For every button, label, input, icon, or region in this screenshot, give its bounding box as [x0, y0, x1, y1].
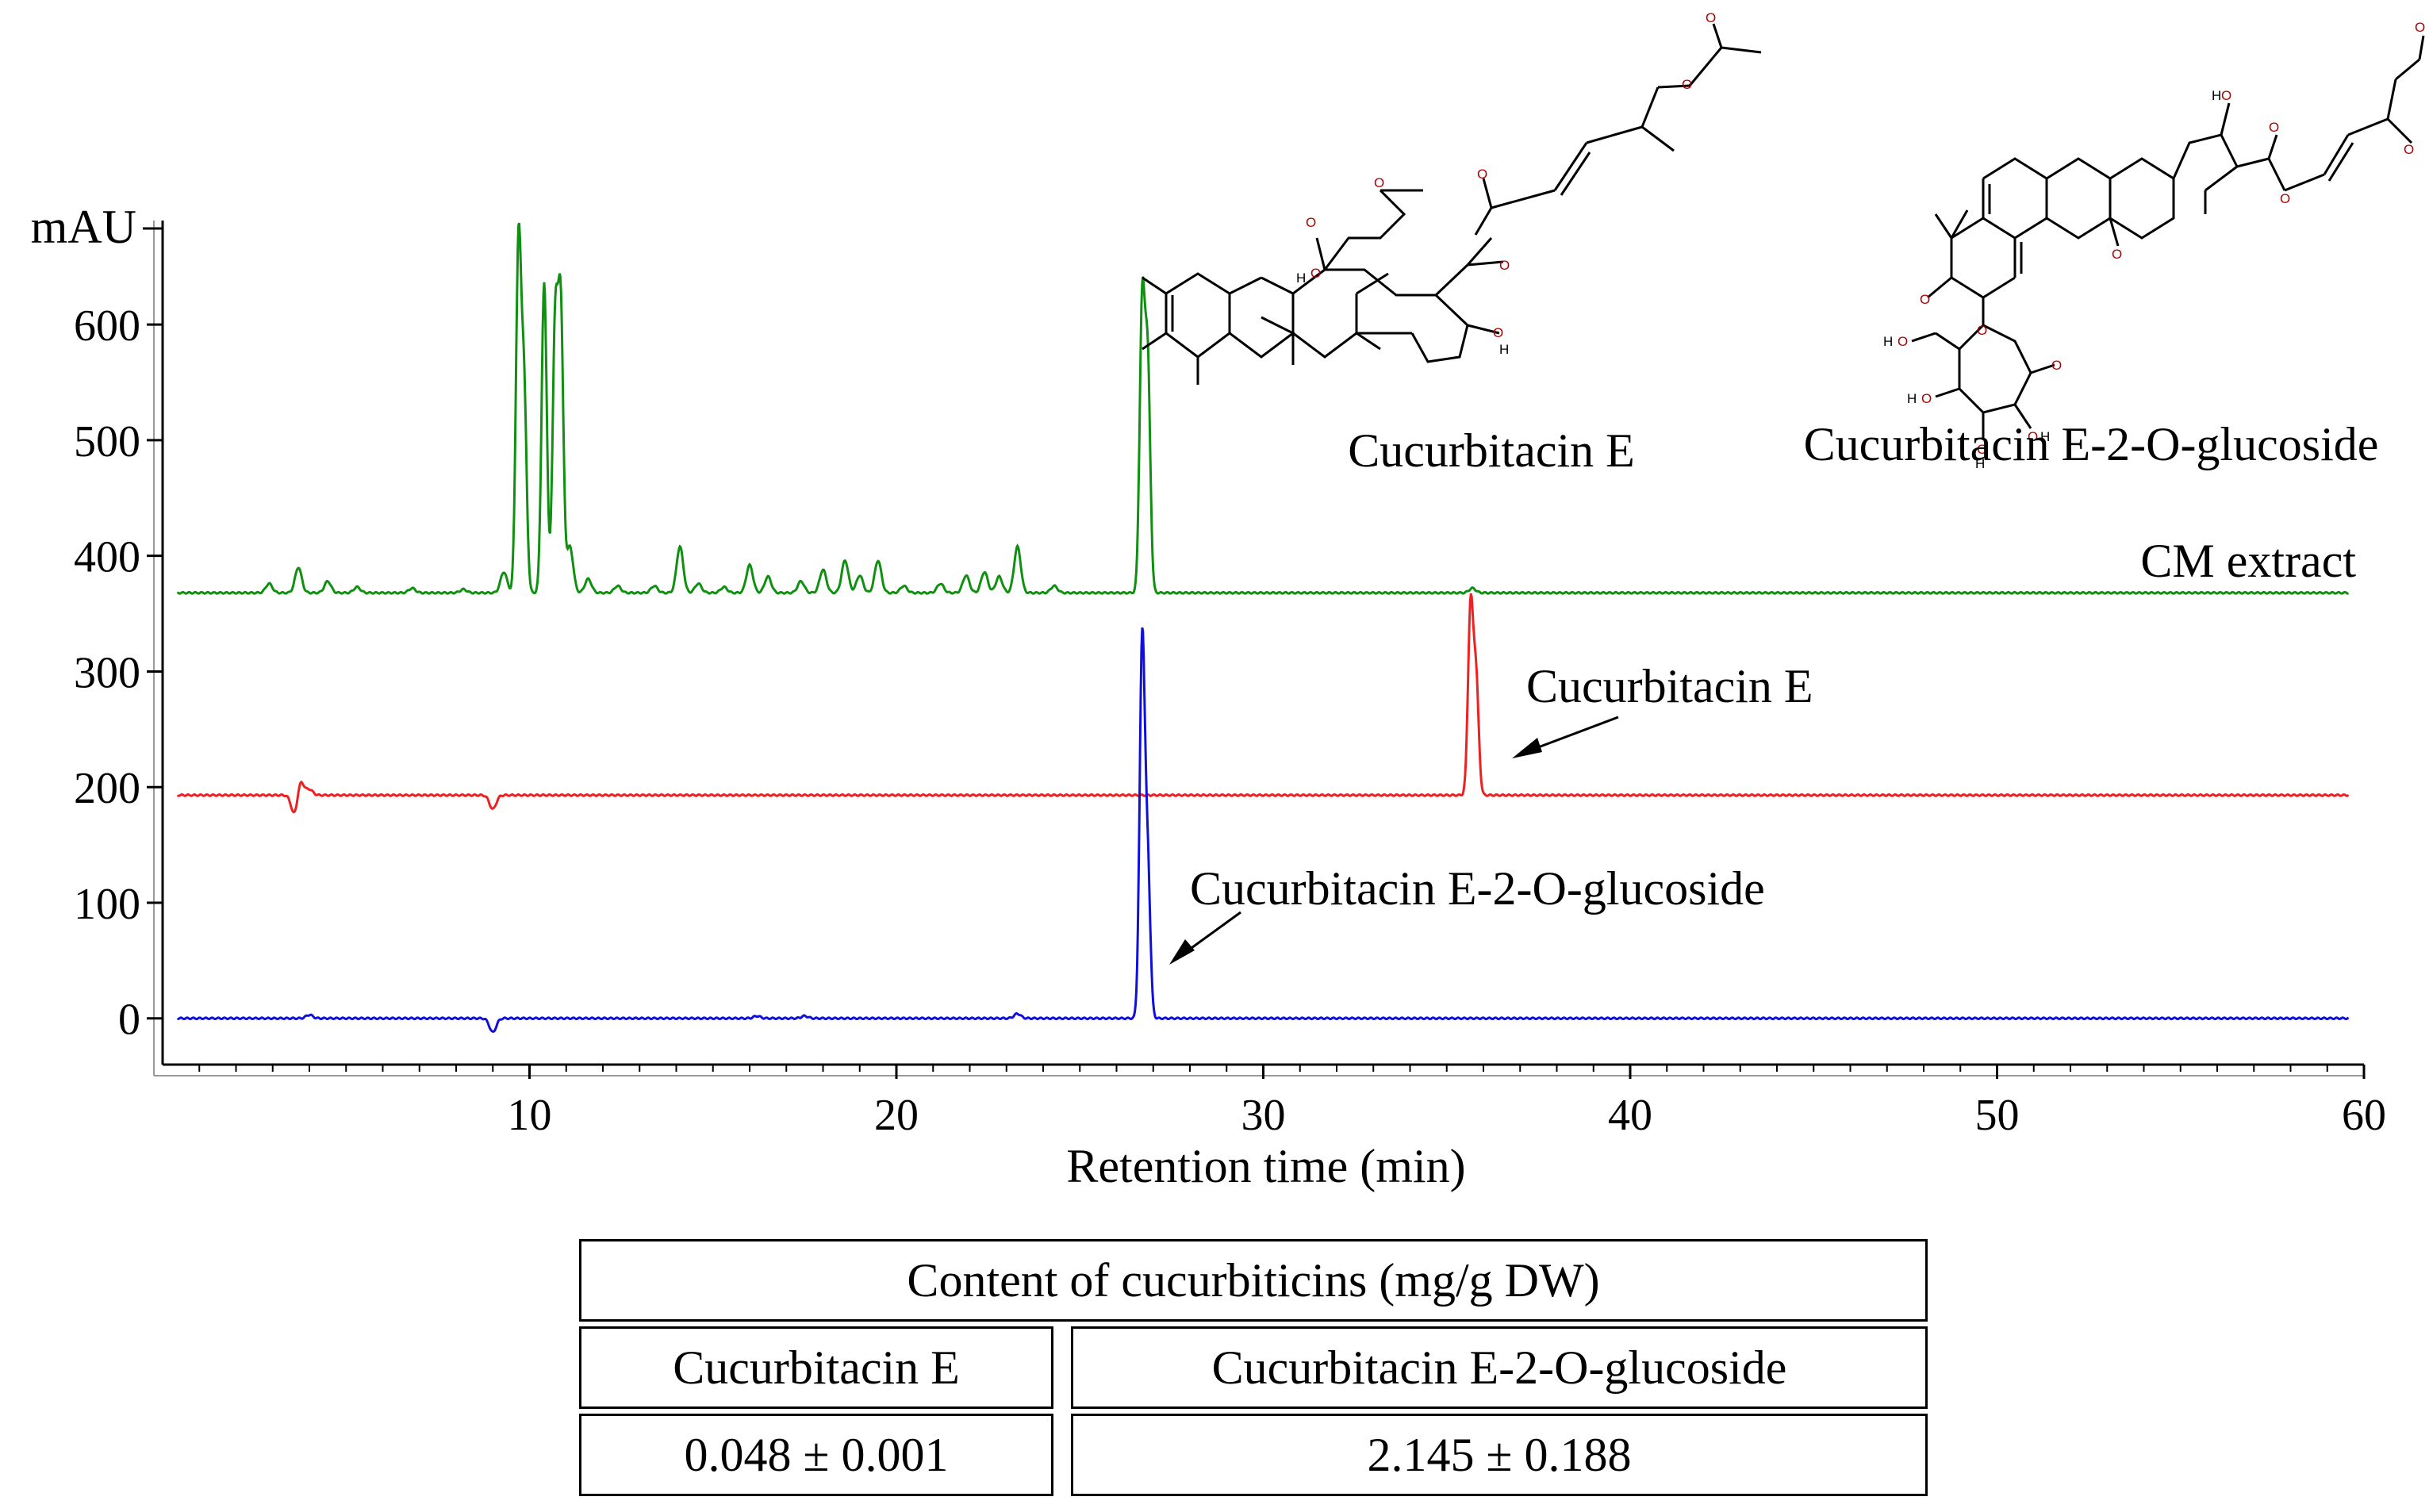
svg-text:O: O [2112, 247, 2122, 262]
x-tick-label: 60 [2342, 1091, 2386, 1140]
table-column-cucurbitacin-e-glucoside: Cucurbitacin E-2-O-glucoside [1071, 1326, 1928, 1409]
structure-label-cucurbitacin-e-glucoside: Cucurbitacin E-2-O-glucoside [1804, 418, 2379, 470]
svg-text:O: O [1306, 215, 1316, 230]
x-axis-label: Retention time (min) [1066, 1140, 1465, 1192]
svg-text:O: O [1977, 323, 1987, 338]
structure-cucurbitacin-e [1142, 23, 1762, 385]
svg-text:O: O [1310, 266, 1321, 281]
svg-text:O: O [1374, 175, 1384, 190]
structure-label-cucurbitacin-e: Cucurbitacin E [1348, 424, 1635, 477]
series-line-1 [176, 593, 2350, 814]
svg-text:O: O [1706, 10, 1716, 25]
y-tick-group: 0 100 200 300 400 500 600 [74, 301, 163, 1045]
structure-cucurbitacin-e-atoms: O O O O O O O O H H [1296, 10, 1716, 357]
annotation-arrow-cucurbitacin-e [1512, 716, 1619, 758]
svg-text:O: O [1477, 167, 1487, 182]
svg-text:O: O [2051, 358, 2062, 373]
y-tick-label: 600 [74, 301, 140, 351]
svg-text:O: O [1493, 325, 1503, 340]
table-column-cucurbitacin-e: Cucurbitacin E [579, 1326, 1053, 1409]
y-axis-label: mAU [31, 201, 136, 253]
series-group [176, 222, 2350, 1033]
svg-text:H: H [1883, 334, 1893, 349]
x-tick-label: 50 [1975, 1091, 2020, 1140]
svg-text:O: O [1921, 391, 1932, 406]
table-header: Content of cucurbiticins (mg/g DW) [579, 1239, 1928, 1322]
svg-text:O: O [1898, 334, 1908, 349]
svg-text:O: O [1499, 258, 1510, 273]
x-tick-group: 10 20 30 40 50 60 [508, 1065, 2386, 1140]
y-tick-label: 500 [74, 417, 140, 466]
svg-text:O: O [1682, 77, 1692, 92]
series-line-2 [177, 627, 2350, 1033]
annotation-cucurbitacin-e-glucoside: Cucurbitacin E-2-O-glucoside [1190, 862, 1765, 915]
table-value-cucurbitacin-e-glucoside: 2.145 ± 0.188 [1071, 1414, 1928, 1496]
x-tick-label: 20 [874, 1091, 919, 1140]
svg-text:H: H [2212, 88, 2221, 103]
svg-text:O: O [2415, 20, 2425, 35]
svg-text:O: O [2404, 142, 2414, 157]
minor-tick-group [198, 1065, 2328, 1072]
svg-text:O: O [2221, 88, 2231, 103]
annotation-arrow-cucurbitacin-e-glucoside [1169, 911, 1241, 965]
series-line-0 [176, 222, 2349, 595]
svg-text:O: O [1920, 292, 1930, 307]
y-tick-label: 0 [118, 996, 140, 1045]
x-tick-label: 40 [1608, 1091, 1652, 1140]
y-tick-label: 300 [74, 648, 140, 697]
annotation-cm-extract: CM extract [2140, 535, 2356, 587]
structure-cucurbitacin-e-glucoside-atoms: O O O O O O O O O O O O O H H H H H [1883, 20, 2425, 471]
svg-text:O: O [2028, 429, 2038, 444]
svg-text:O: O [1977, 442, 1987, 457]
table-value-cucurbitacin-e: 0.048 ± 0.001 [579, 1414, 1053, 1496]
svg-text:H: H [1975, 456, 1985, 471]
y-tick-label: 200 [74, 764, 140, 813]
svg-text:O: O [2269, 120, 2279, 135]
y-tick-label: 100 [74, 880, 140, 929]
y-tick-label: 400 [74, 533, 140, 582]
svg-text:H: H [2040, 429, 2050, 444]
structure-cucurbitacin-e-glucoside [1911, 35, 2425, 440]
annotation-cucurbitacin-e: Cucurbitacin E [1526, 660, 1813, 712]
svg-text:O: O [2280, 191, 2290, 206]
svg-text:H: H [1499, 342, 1509, 357]
x-tick-label: 10 [508, 1091, 552, 1140]
svg-text:H: H [1296, 271, 1306, 286]
svg-text:H: H [1907, 391, 1917, 406]
x-tick-label: 30 [1241, 1091, 1286, 1140]
